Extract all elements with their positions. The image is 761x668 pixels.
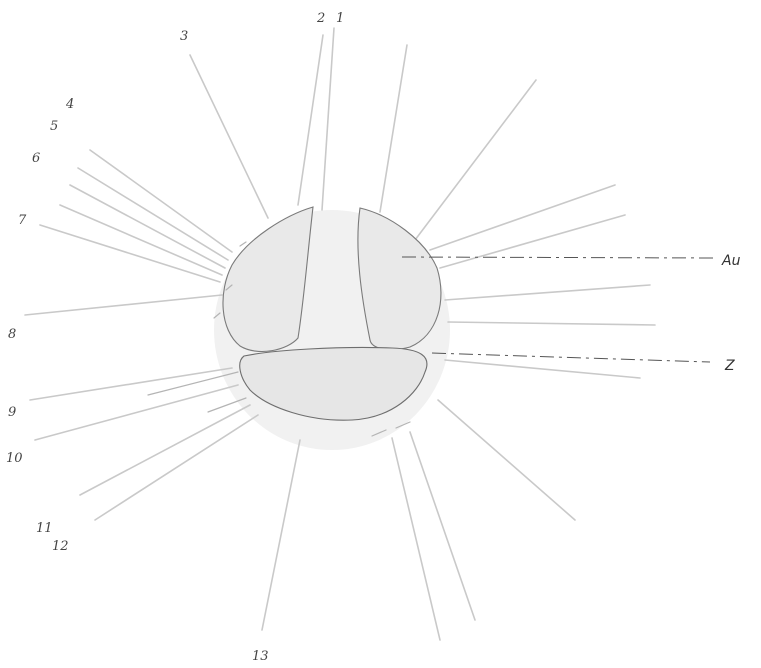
spine-right-b [440, 215, 625, 268]
label-1: 1 [336, 11, 344, 26]
label-13: 13 [252, 649, 269, 664]
label-z: Z [724, 358, 735, 374]
label-7: 7 [18, 213, 27, 228]
spine-right-e [445, 360, 640, 378]
label-11: 11 [36, 521, 53, 536]
spine-right-a [430, 185, 615, 250]
label-9: 9 [8, 405, 16, 420]
z-leader [432, 353, 710, 362]
upper-left-plate [223, 207, 313, 351]
label-au: Au [721, 253, 741, 269]
label-4: 4 [65, 97, 74, 112]
spine-2 [298, 35, 323, 205]
spine-5 [78, 168, 228, 260]
au-leader [402, 257, 715, 258]
spine-4 [90, 150, 232, 252]
shell-mark-left [240, 242, 246, 246]
label-6: 6 [32, 151, 40, 166]
spine-7 [40, 225, 220, 282]
spine-6 [70, 185, 225, 268]
spine-3 [190, 55, 268, 218]
label-8: 8 [8, 327, 16, 342]
label-10: 10 [6, 451, 23, 466]
spine-1 [322, 28, 334, 210]
spine-10 [35, 385, 238, 440]
spine-lower-right-c [438, 400, 575, 520]
label-5: 5 [50, 119, 58, 134]
spine-6b [60, 205, 222, 275]
spine-upper-right-b [415, 80, 536, 240]
label-2: 2 [316, 11, 325, 26]
label-12: 12 [52, 539, 69, 554]
spine-right-c [445, 285, 650, 300]
spine-short-left [148, 372, 238, 395]
upper-right-plate [358, 208, 441, 350]
spine-13 [262, 440, 300, 630]
spine-upper-right-a [380, 45, 407, 212]
spine-right-d [448, 322, 655, 325]
spine-lower-right-b [410, 432, 475, 620]
spine-8 [25, 295, 222, 315]
spine-lower-right-a [392, 438, 440, 640]
spine-11 [80, 405, 250, 495]
spine-12 [95, 415, 258, 520]
label-3: 3 [180, 29, 188, 44]
